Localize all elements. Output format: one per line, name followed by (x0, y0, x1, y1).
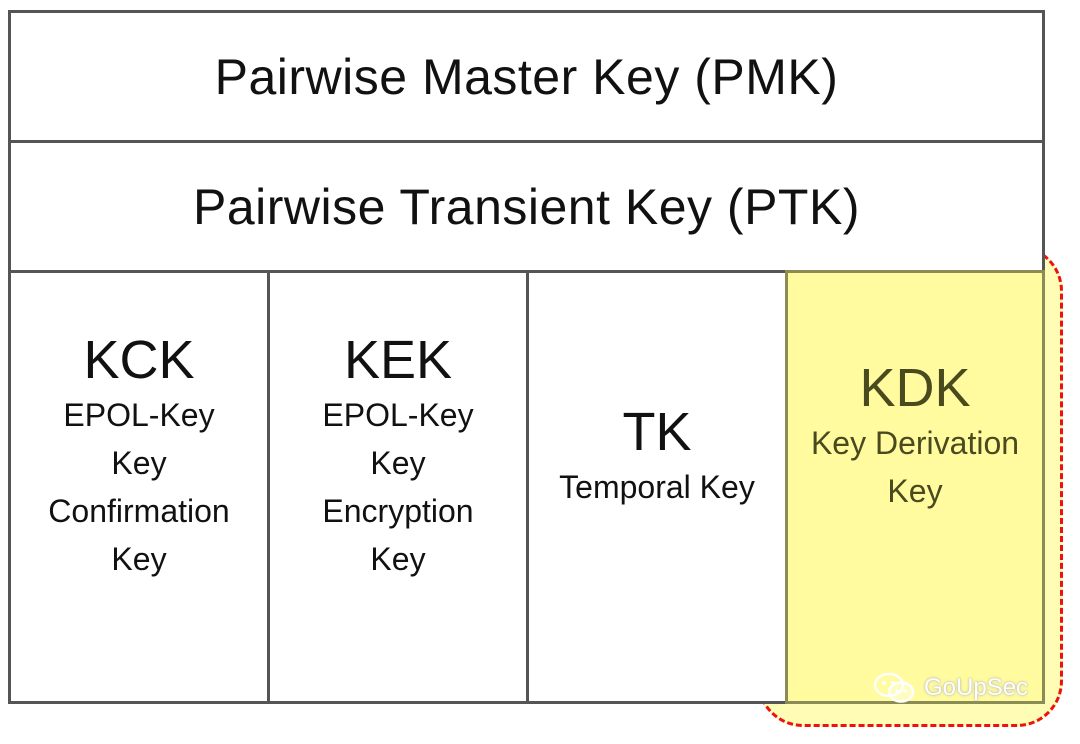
kdk-description: Key Derivation Key (810, 425, 1020, 509)
ptk-label: Pairwise Transient Key (PTK) (193, 178, 860, 235)
kek-description: EPOL-Key Key Encryption Key (322, 397, 474, 577)
ptk-row: Pairwise Transient Key (PTK) (8, 140, 1045, 273)
watermark: GoUpSec (872, 672, 1028, 704)
kck-description: EPOL-Key Key Confirmation Key (48, 397, 230, 577)
pmk-label: Pairwise Master Key (PMK) (214, 48, 839, 105)
watermark-text: GoUpSec (924, 674, 1029, 701)
kek-cell: KEK EPOL-Key Key Encryption Key (267, 270, 529, 704)
tk-abbr: TK (622, 402, 692, 462)
kck-cell: KCK EPOL-Key Key Confirmation Key (8, 270, 270, 704)
kck-abbr: KCK (83, 330, 195, 390)
tk-cell: TK Temporal Key (526, 270, 788, 704)
kdk-abbr: KDK (859, 358, 971, 418)
pmk-row: Pairwise Master Key (PMK) (8, 10, 1045, 143)
kek-abbr: KEK (343, 330, 453, 390)
kdk-cell: KDK Key Derivation Key (785, 270, 1045, 704)
tk-description: Temporal Key (559, 469, 755, 505)
wechat-icon (873, 672, 915, 703)
